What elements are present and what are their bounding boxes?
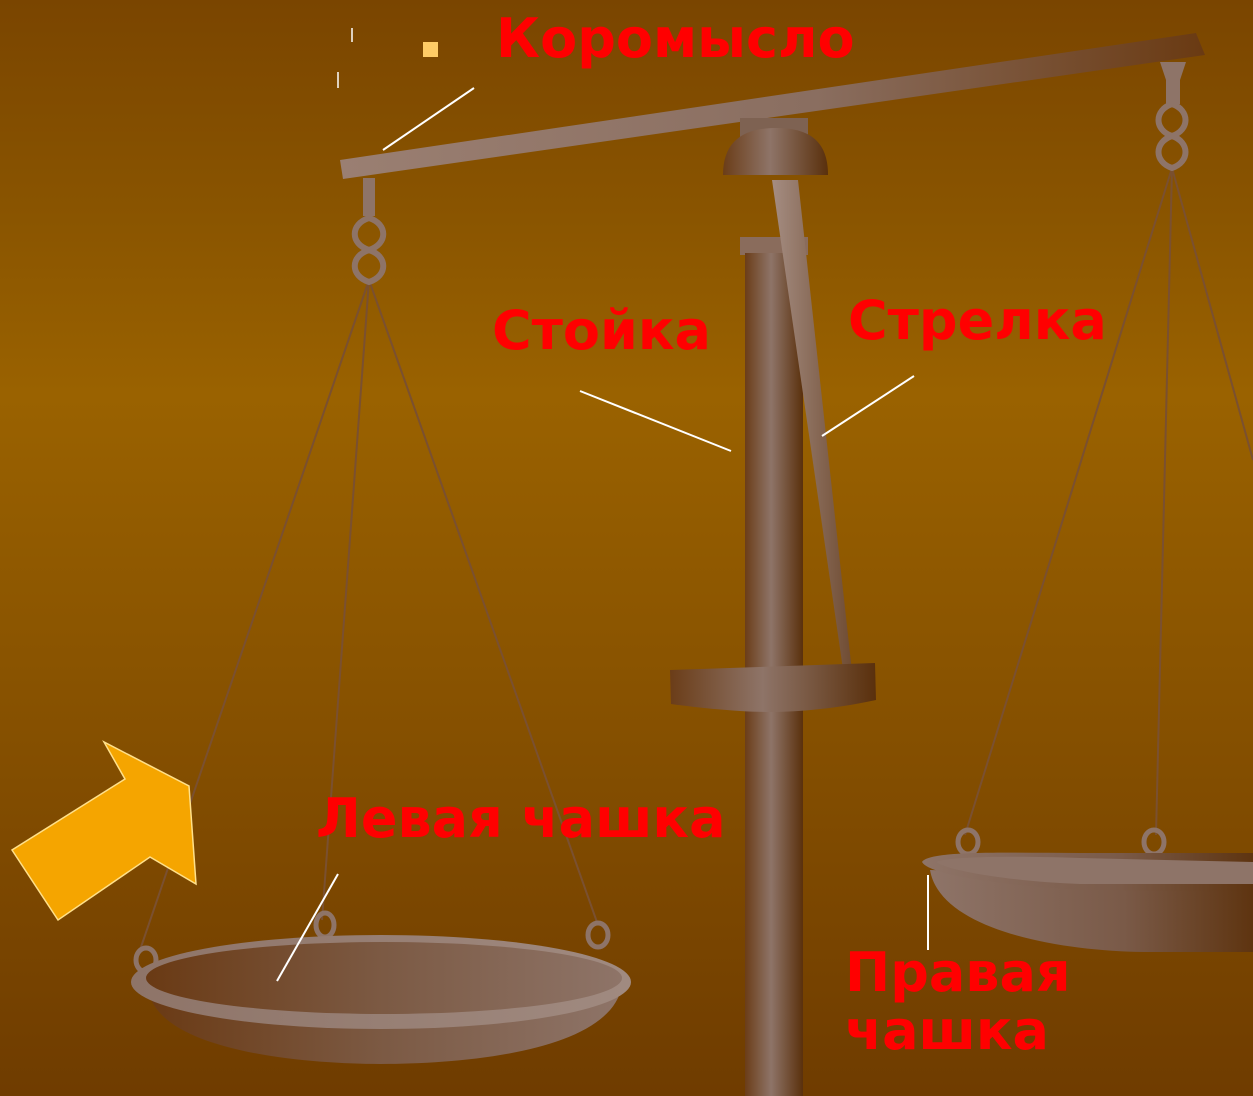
pivot-cap <box>723 118 828 175</box>
stand-leader <box>579 390 732 452</box>
label-pointer: Стрелка <box>848 289 1107 352</box>
pointer-leader <box>821 375 915 437</box>
arrow-up-right-icon <box>10 740 197 922</box>
right-pan <box>922 852 1253 952</box>
beam <box>340 33 1205 179</box>
leader-lines <box>276 28 929 982</box>
label-stand: Стойка <box>492 299 711 362</box>
pointer-scale <box>670 663 876 712</box>
label-beam: Коромысло <box>496 7 855 70</box>
right-pan-strings <box>964 167 1253 836</box>
left-pan <box>131 935 631 1064</box>
left-pan-leader <box>276 873 339 982</box>
square-bullet-icon <box>423 42 438 57</box>
pointer-needle <box>772 180 854 690</box>
left-hanger <box>351 178 387 286</box>
right-hanger <box>1155 62 1189 172</box>
label-right-pan: Правая чашка <box>845 941 1071 1063</box>
beam-leader <box>382 87 475 151</box>
label-left-pan: Левая чашка <box>316 787 726 850</box>
